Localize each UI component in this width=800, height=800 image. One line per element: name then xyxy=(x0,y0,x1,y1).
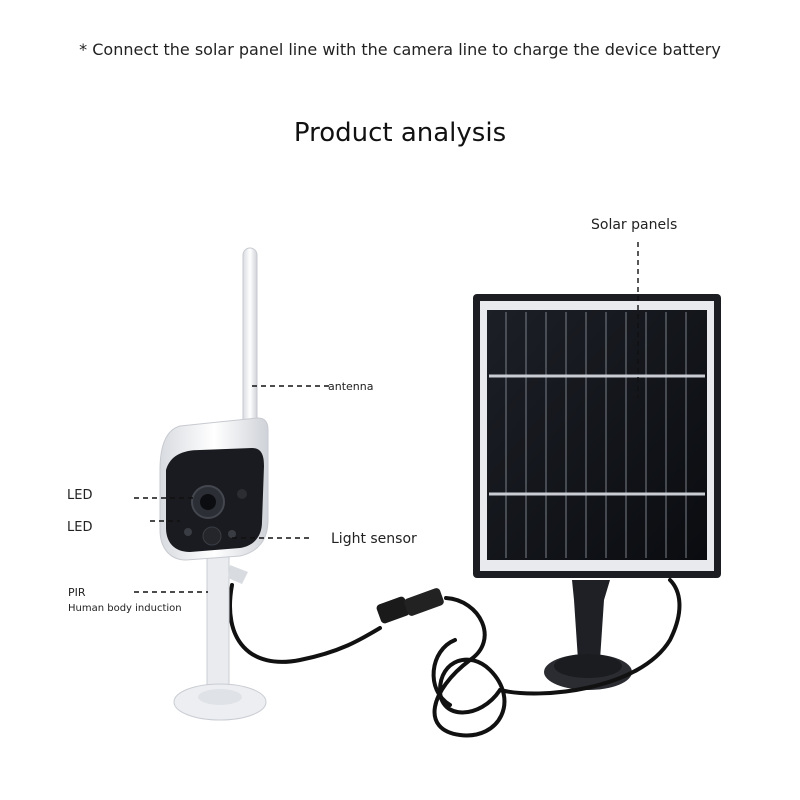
label-solar-panels: Solar panels xyxy=(591,217,678,233)
antenna xyxy=(242,247,258,429)
label-pir-sub: Human body induction xyxy=(68,603,182,614)
camera-mount xyxy=(173,549,267,721)
label-antenna: antenna xyxy=(328,380,374,393)
page-title: Product analysis xyxy=(293,118,507,148)
label-led-bottom: LED xyxy=(67,520,93,535)
solar-panel xyxy=(473,294,721,578)
solar-stand xyxy=(544,580,632,690)
callout-lines xyxy=(134,242,639,593)
charging-cable xyxy=(228,578,682,738)
label-led-top: LED xyxy=(67,488,93,503)
label-pir: PIR xyxy=(68,586,86,599)
instruction-note: * Connect the solar panel line with the … xyxy=(79,40,721,59)
cable-connector xyxy=(376,588,444,624)
label-light-sensor: Light sensor xyxy=(331,531,417,547)
camera-body xyxy=(159,417,269,561)
